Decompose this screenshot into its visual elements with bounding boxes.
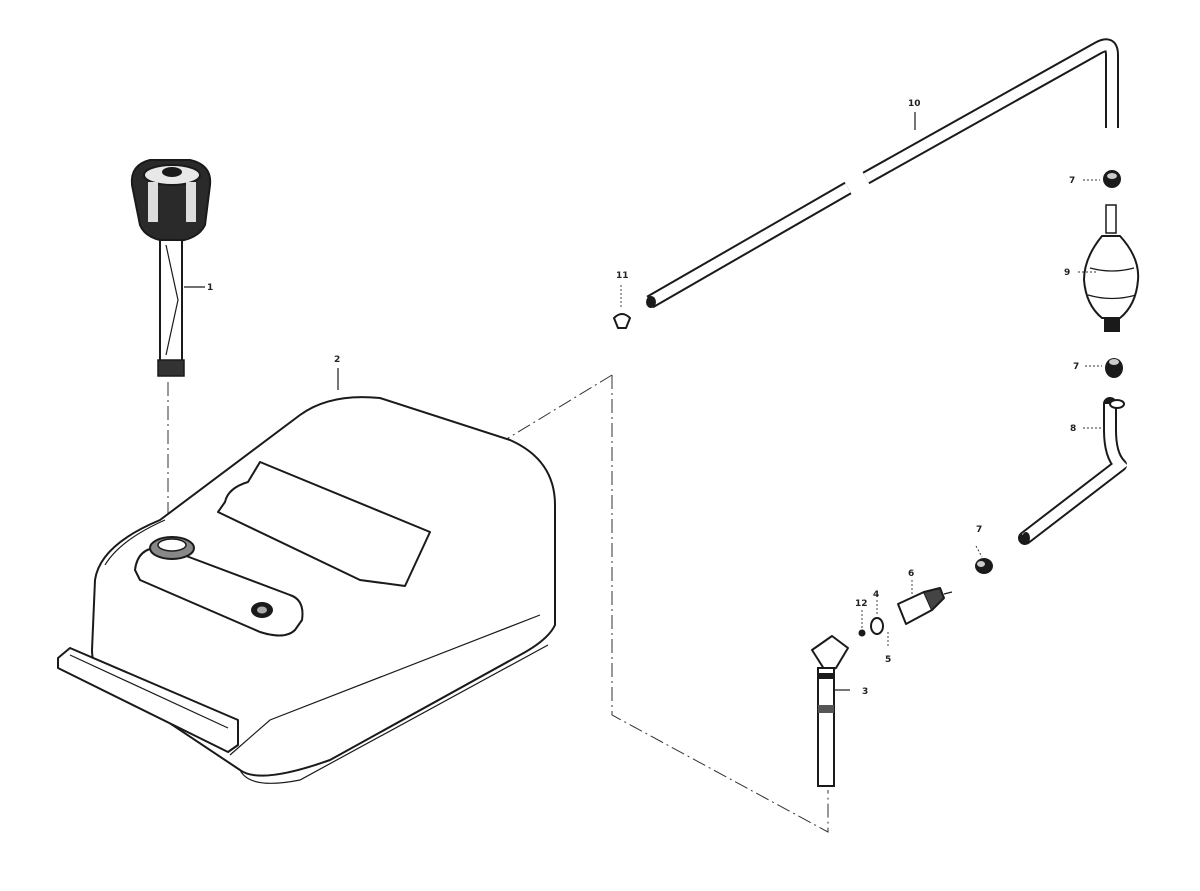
callout-7b: 7 bbox=[1073, 362, 1079, 372]
callout-3: 3 bbox=[862, 687, 868, 697]
clamp-7a[interactable] bbox=[1083, 170, 1121, 188]
callout-4: 4 bbox=[873, 590, 879, 600]
connector-6[interactable] bbox=[897, 580, 953, 625]
fuel-tank[interactable] bbox=[57, 368, 556, 784]
washer-4[interactable] bbox=[870, 600, 884, 635]
callout-7a: 7 bbox=[1069, 176, 1075, 186]
callout-2: 2 bbox=[334, 355, 340, 365]
hose-8[interactable] bbox=[1018, 397, 1128, 545]
clamp-7b[interactable] bbox=[1085, 358, 1123, 378]
pickup-tube[interactable] bbox=[811, 635, 850, 787]
fuel-line-10[interactable] bbox=[646, 38, 1119, 309]
callout-8: 8 bbox=[1070, 424, 1076, 434]
clamp-7c[interactable] bbox=[975, 545, 993, 574]
callout-6: 6 bbox=[908, 569, 914, 579]
callout-1: 1 bbox=[207, 283, 213, 293]
callout-11: 11 bbox=[616, 271, 629, 281]
callout-9: 9 bbox=[1064, 268, 1070, 278]
callout-10: 10 bbox=[908, 99, 921, 109]
callout-labels: 1 2 3 4 5 6 7 7 7 8 9 10 11 12 bbox=[207, 99, 1079, 697]
callout-12: 12 bbox=[855, 599, 868, 609]
primer-bulb[interactable] bbox=[1078, 204, 1140, 332]
callout-7c: 7 bbox=[976, 525, 982, 535]
fill-cap-gauge[interactable] bbox=[130, 159, 212, 377]
seal-12[interactable] bbox=[858, 610, 866, 637]
callout-5: 5 bbox=[885, 655, 891, 665]
clip-11[interactable] bbox=[613, 285, 631, 329]
